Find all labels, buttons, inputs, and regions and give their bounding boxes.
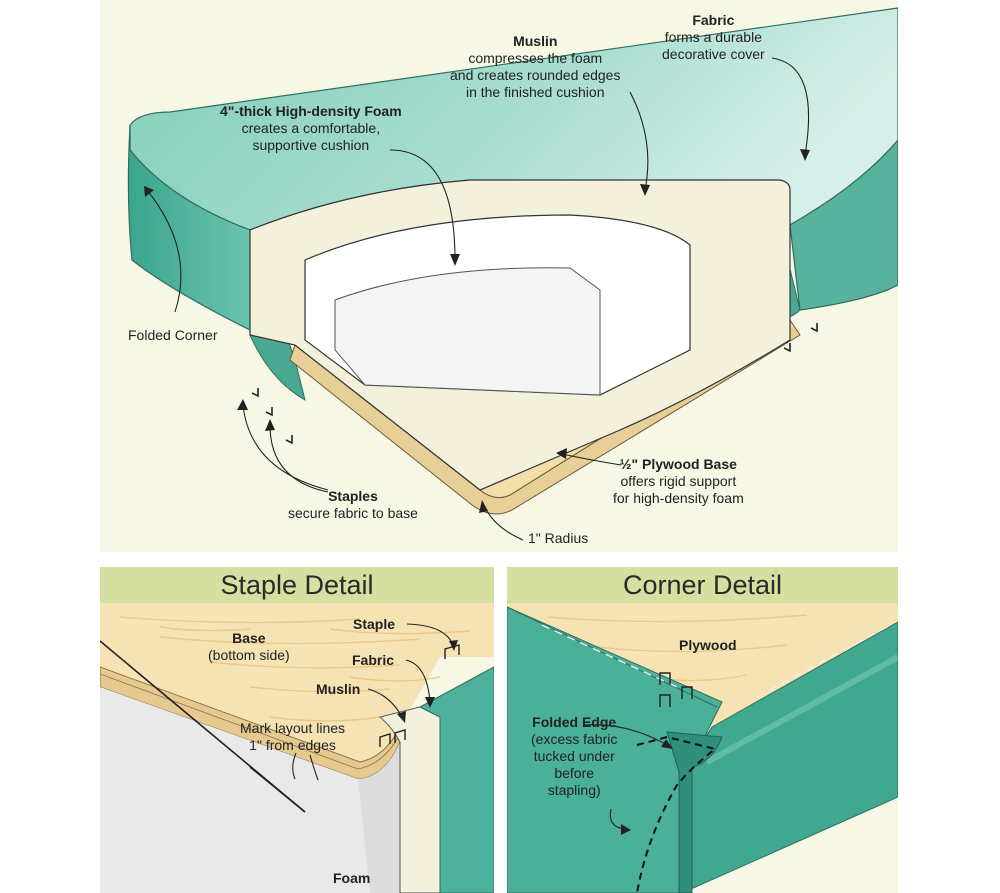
stitch-line-right (756, 626, 888, 698)
foam-face (334, 267, 601, 396)
detail-fabric-label: Fabric (352, 652, 395, 668)
arrow-heads (144, 149, 810, 513)
corner-plywood (507, 603, 898, 727)
corner-staples (659, 672, 693, 707)
base-label: Base (bottom side) (208, 630, 290, 663)
corner-flap (666, 731, 723, 893)
staple-detail-panel: Staple Detail (100, 567, 494, 893)
staples-label: Staples secure fabric to base (288, 488, 418, 521)
fold-dashed (636, 735, 718, 893)
detail-muslin-label: Muslin (316, 681, 361, 697)
staple-fabric-strip (418, 666, 494, 893)
plywood-label: ½" Plywood Base offers rigid support for… (613, 456, 744, 506)
folded-corner-label: Folded Corner (128, 327, 218, 343)
wood-grain (119, 616, 471, 722)
corner-detail-panel: Corner Detail (507, 567, 898, 893)
corner-plywood-label: Plywood (679, 637, 737, 653)
foam-label: 4"-thick High-density Foam creates a com… (220, 103, 402, 153)
fabric-left-side (127, 124, 251, 331)
corner-detail-title: Corner Detail (507, 567, 898, 603)
radius-label: 1" Radius (528, 530, 589, 546)
staples-group (251, 323, 818, 445)
fabric-label: Fabric forms a durable decorative cover (662, 12, 765, 62)
fabric-right-side (789, 139, 898, 311)
stitch-line-left (541, 624, 678, 688)
muslin-label: Muslin compresses the foam and creates r… (450, 33, 621, 100)
corner-detail-illustration (507, 603, 898, 893)
folded-edge-label: Folded Edge (excess fabric tucked under … (531, 714, 618, 798)
staple-detail-title: Staple Detail (100, 567, 494, 603)
leader-lines (146, 57, 810, 541)
cushion-illustration (127, 7, 898, 541)
staple-detail-illustration (100, 603, 494, 893)
staple-foam (100, 687, 370, 893)
staple-label: Staple (353, 616, 396, 632)
main-illustration-panel: 4"-thick High-density Foam creates a com… (100, 0, 898, 552)
mark-layout-label: Mark layout lines 1" from edges (240, 720, 346, 753)
foam-detail-label: Foam (333, 870, 371, 886)
staple-arrowheads (397, 640, 458, 723)
